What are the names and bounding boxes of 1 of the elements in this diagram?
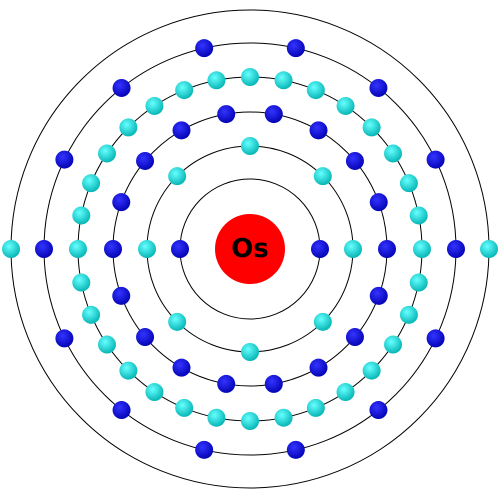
element-symbol: Os: [231, 234, 269, 264]
